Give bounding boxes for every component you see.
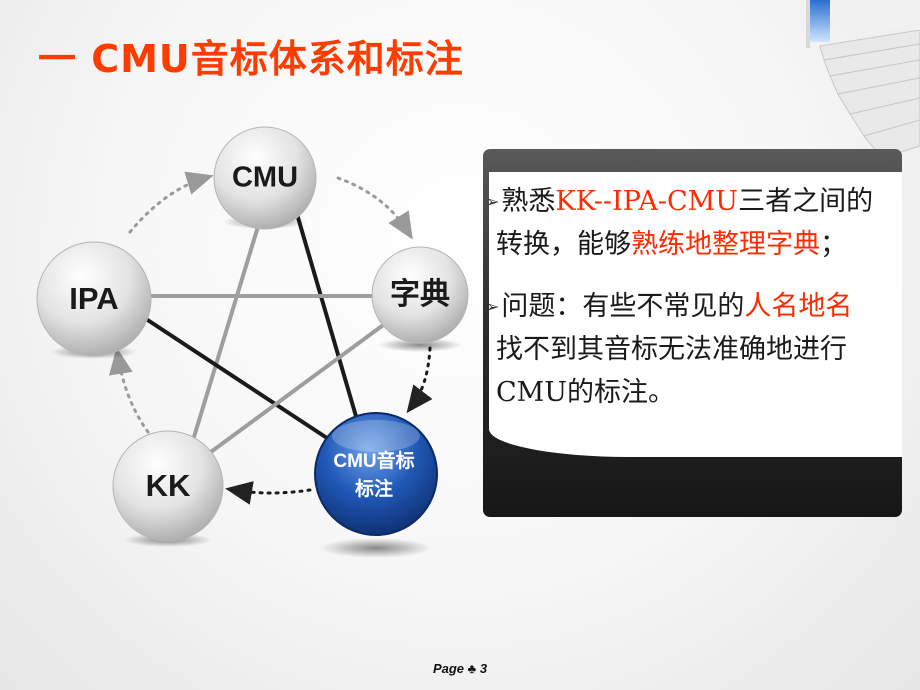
node-cmu-label: CMU [232,162,298,194]
line-ipa-center [138,313,332,442]
node-center-label-line1: CMU音标 [333,449,414,472]
info-panel-card [489,172,902,457]
bullet2-highlight-1: 人名地名 [744,291,853,322]
node-ipa-label: IPA [69,281,118,316]
bullet2-text-1: 问题：有些不常见的 [501,291,745,322]
page-footer: Page ♣ 3 [0,661,920,676]
node-dict: 字典 [371,246,469,344]
line-cmu-center [288,189,362,431]
bullet-item: ➢熟悉KK--IPA-CMU三者之间的转换，能够熟练地整理字典； [486,180,906,266]
node-center-label-line2: 标注 [355,477,393,500]
line-dict-kk [198,318,392,462]
bullet-arrow-icon: ➢ [486,297,500,316]
bullet1-text-1: 熟悉 [501,186,556,217]
stairs-decoration [806,0,920,159]
node-dict-label: 字典 [390,277,450,311]
arrow-center-kk [225,481,312,505]
bullet2-text-2: 找不到其音标无法准确地进行 [496,334,847,365]
bullet1-text-4: ； [820,229,847,260]
bullet2-text-3: CMU的标注。 [496,377,676,408]
arrow-ipa-cmu [128,171,214,234]
bullet1-highlight-2: 熟练地整理字典 [631,229,820,260]
arrow-cmu-dict [336,176,413,240]
arrow-dict-center [406,346,433,414]
bullet1-text-2: 三者之间的 [738,186,874,217]
arrow-kk-ipa [108,347,150,434]
bullet-arrow-icon: ➢ [486,192,500,211]
node-ipa: IPA [36,241,152,357]
bullet-list: ➢熟悉KK--IPA-CMU三者之间的转换，能够熟练地整理字典； ➢问题：有些不… [486,180,906,414]
node-cmu: CMU [213,126,317,230]
bullet-item: ➢问题：有些不常见的人名地名找不到其音标无法准确地进行 CMU的标注。 [486,285,906,414]
bullet1-highlight-1: KK--IPA-CMU [555,186,739,217]
node-center: CMU音标 标注 [314,412,438,536]
page-number: 3 [479,661,488,676]
bullet1-text-3: 转换，能够 [496,229,631,260]
line-cmu-kk [188,219,262,451]
club-icon: ♣ [467,661,477,676]
node-kk: KK [112,430,224,542]
page-label: Page [432,661,465,676]
node-kk-label: KK [146,468,191,503]
slide-title: 一 CMU音标体系和标注 [38,37,464,81]
